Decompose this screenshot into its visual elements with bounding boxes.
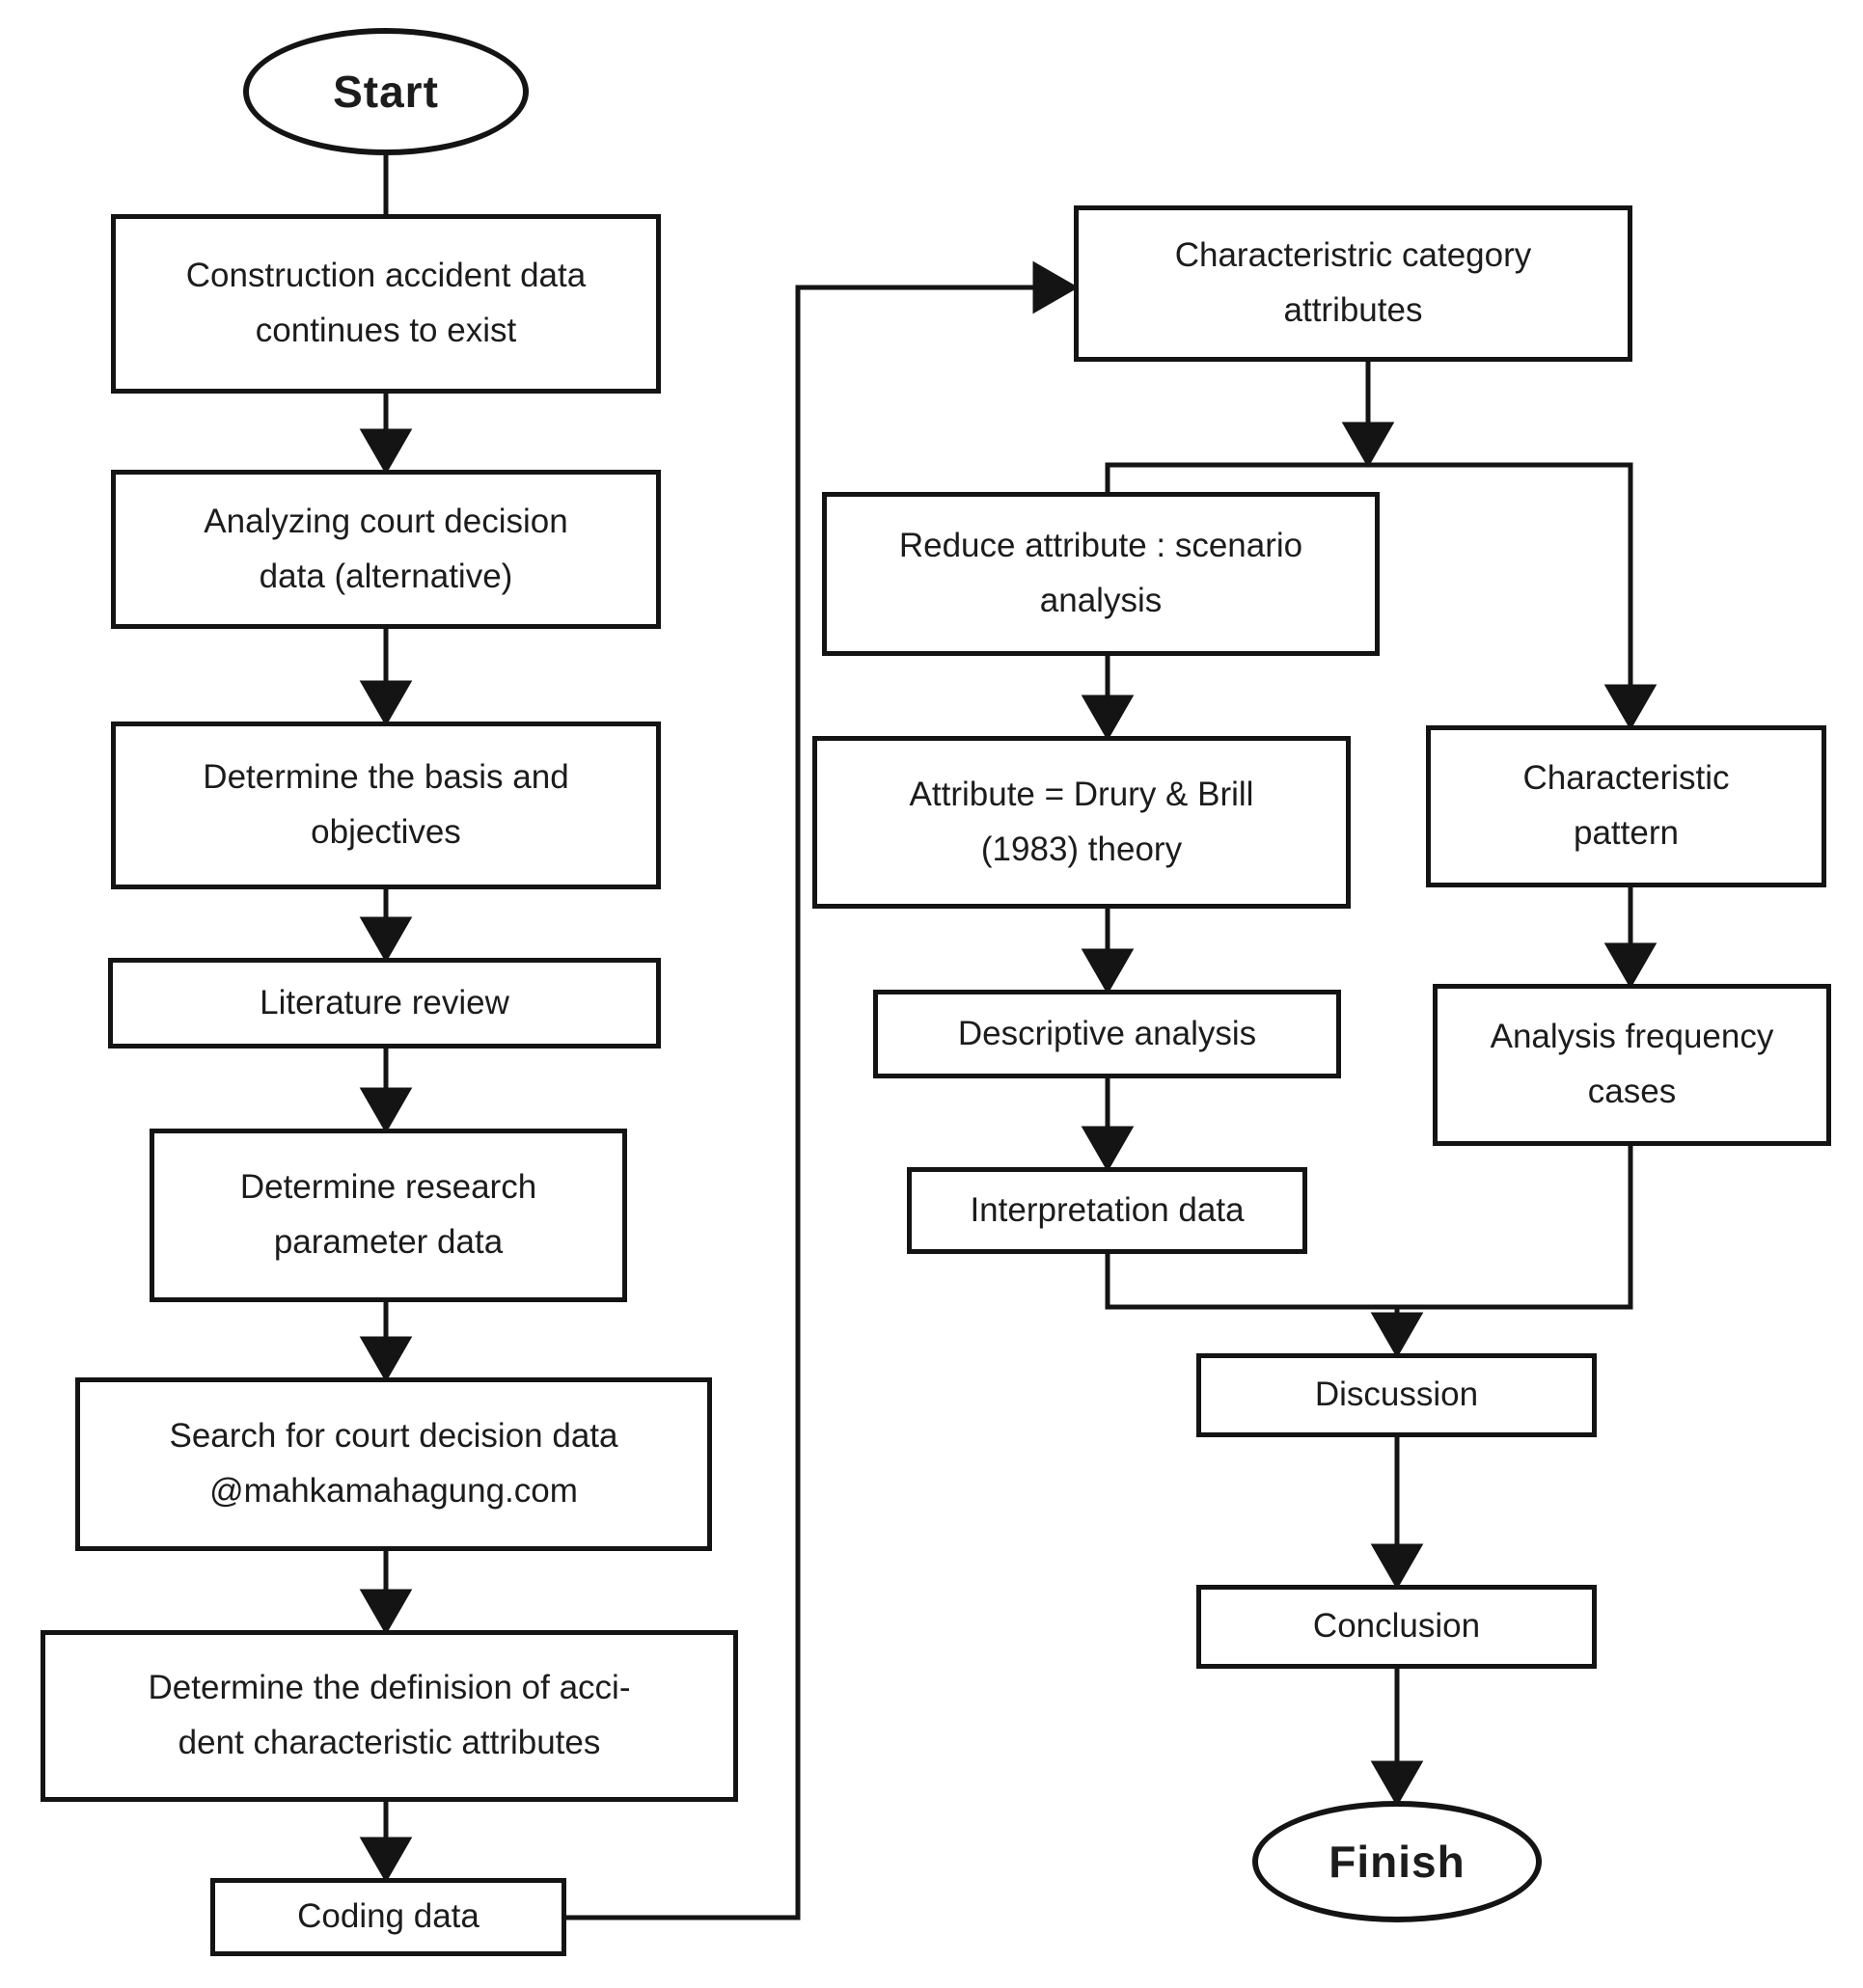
node-determine-research-parameter: Determine research parameter data [150, 1129, 627, 1302]
node-attribute-drury-brill: Attribute = Drury & Brill (1983) theory [812, 736, 1351, 909]
node-characteristic-pattern: Characteristic pattern [1426, 725, 1826, 887]
node-determine-definision-attributes: Determine the definision of acci- dent c… [41, 1630, 738, 1802]
arrowhead-search [359, 1336, 413, 1383]
node-literature-review: Literature review [108, 958, 661, 1048]
arrowhead-split [1341, 422, 1395, 469]
node-analyzing-court-decision: Analyzing court decision data (alternati… [111, 470, 661, 629]
arrowhead-drury [1081, 694, 1135, 742]
node-coding-data: Coding data [210, 1878, 566, 1956]
node-search-court-decision-data: Search for court decision data @mahkamah… [75, 1377, 712, 1551]
arrowhead-frequency [1603, 942, 1658, 990]
edge-coding-category [566, 285, 1035, 1920]
node-interpretation-data: Interpretation data [907, 1167, 1307, 1254]
arrowhead-parameter [359, 1087, 413, 1134]
arrowhead-definision [359, 1589, 413, 1636]
node-construction-accident-data: Construction accident data continues to … [111, 214, 661, 394]
arrowhead-literature [359, 916, 413, 964]
node-characteristric-category-attributes: Characteristric category attributes [1074, 205, 1632, 362]
arrowhead-descriptive [1081, 948, 1135, 995]
node-analysis-frequency-cases: Analysis frequency cases [1433, 984, 1831, 1146]
arrowhead-coding [359, 1837, 413, 1884]
node-finish: Finish [1252, 1801, 1542, 1922]
node-conclusion: Conclusion [1196, 1585, 1597, 1669]
arrowhead-finish [1370, 1760, 1424, 1808]
merge-bar [1105, 1146, 1633, 1310]
arrowhead-analyzing [359, 428, 413, 476]
split-bar [1105, 462, 1633, 687]
node-reduce-attribute-scenario: Reduce attribute : scenario analysis [822, 492, 1380, 656]
arrowhead-basis [359, 680, 413, 727]
arrowhead-discussion [1370, 1312, 1424, 1359]
node-determine-basis-objectives: Determine the basis and objectives [111, 722, 661, 889]
node-start: Start [243, 28, 529, 155]
arrowhead-conclusion [1370, 1543, 1424, 1591]
arrowhead-pattern [1603, 684, 1658, 731]
arrowhead-category [1032, 260, 1080, 314]
arrowhead-interpretation [1081, 1126, 1135, 1173]
node-descriptive-analysis: Descriptive analysis [873, 990, 1341, 1078]
node-discussion: Discussion [1196, 1353, 1597, 1437]
